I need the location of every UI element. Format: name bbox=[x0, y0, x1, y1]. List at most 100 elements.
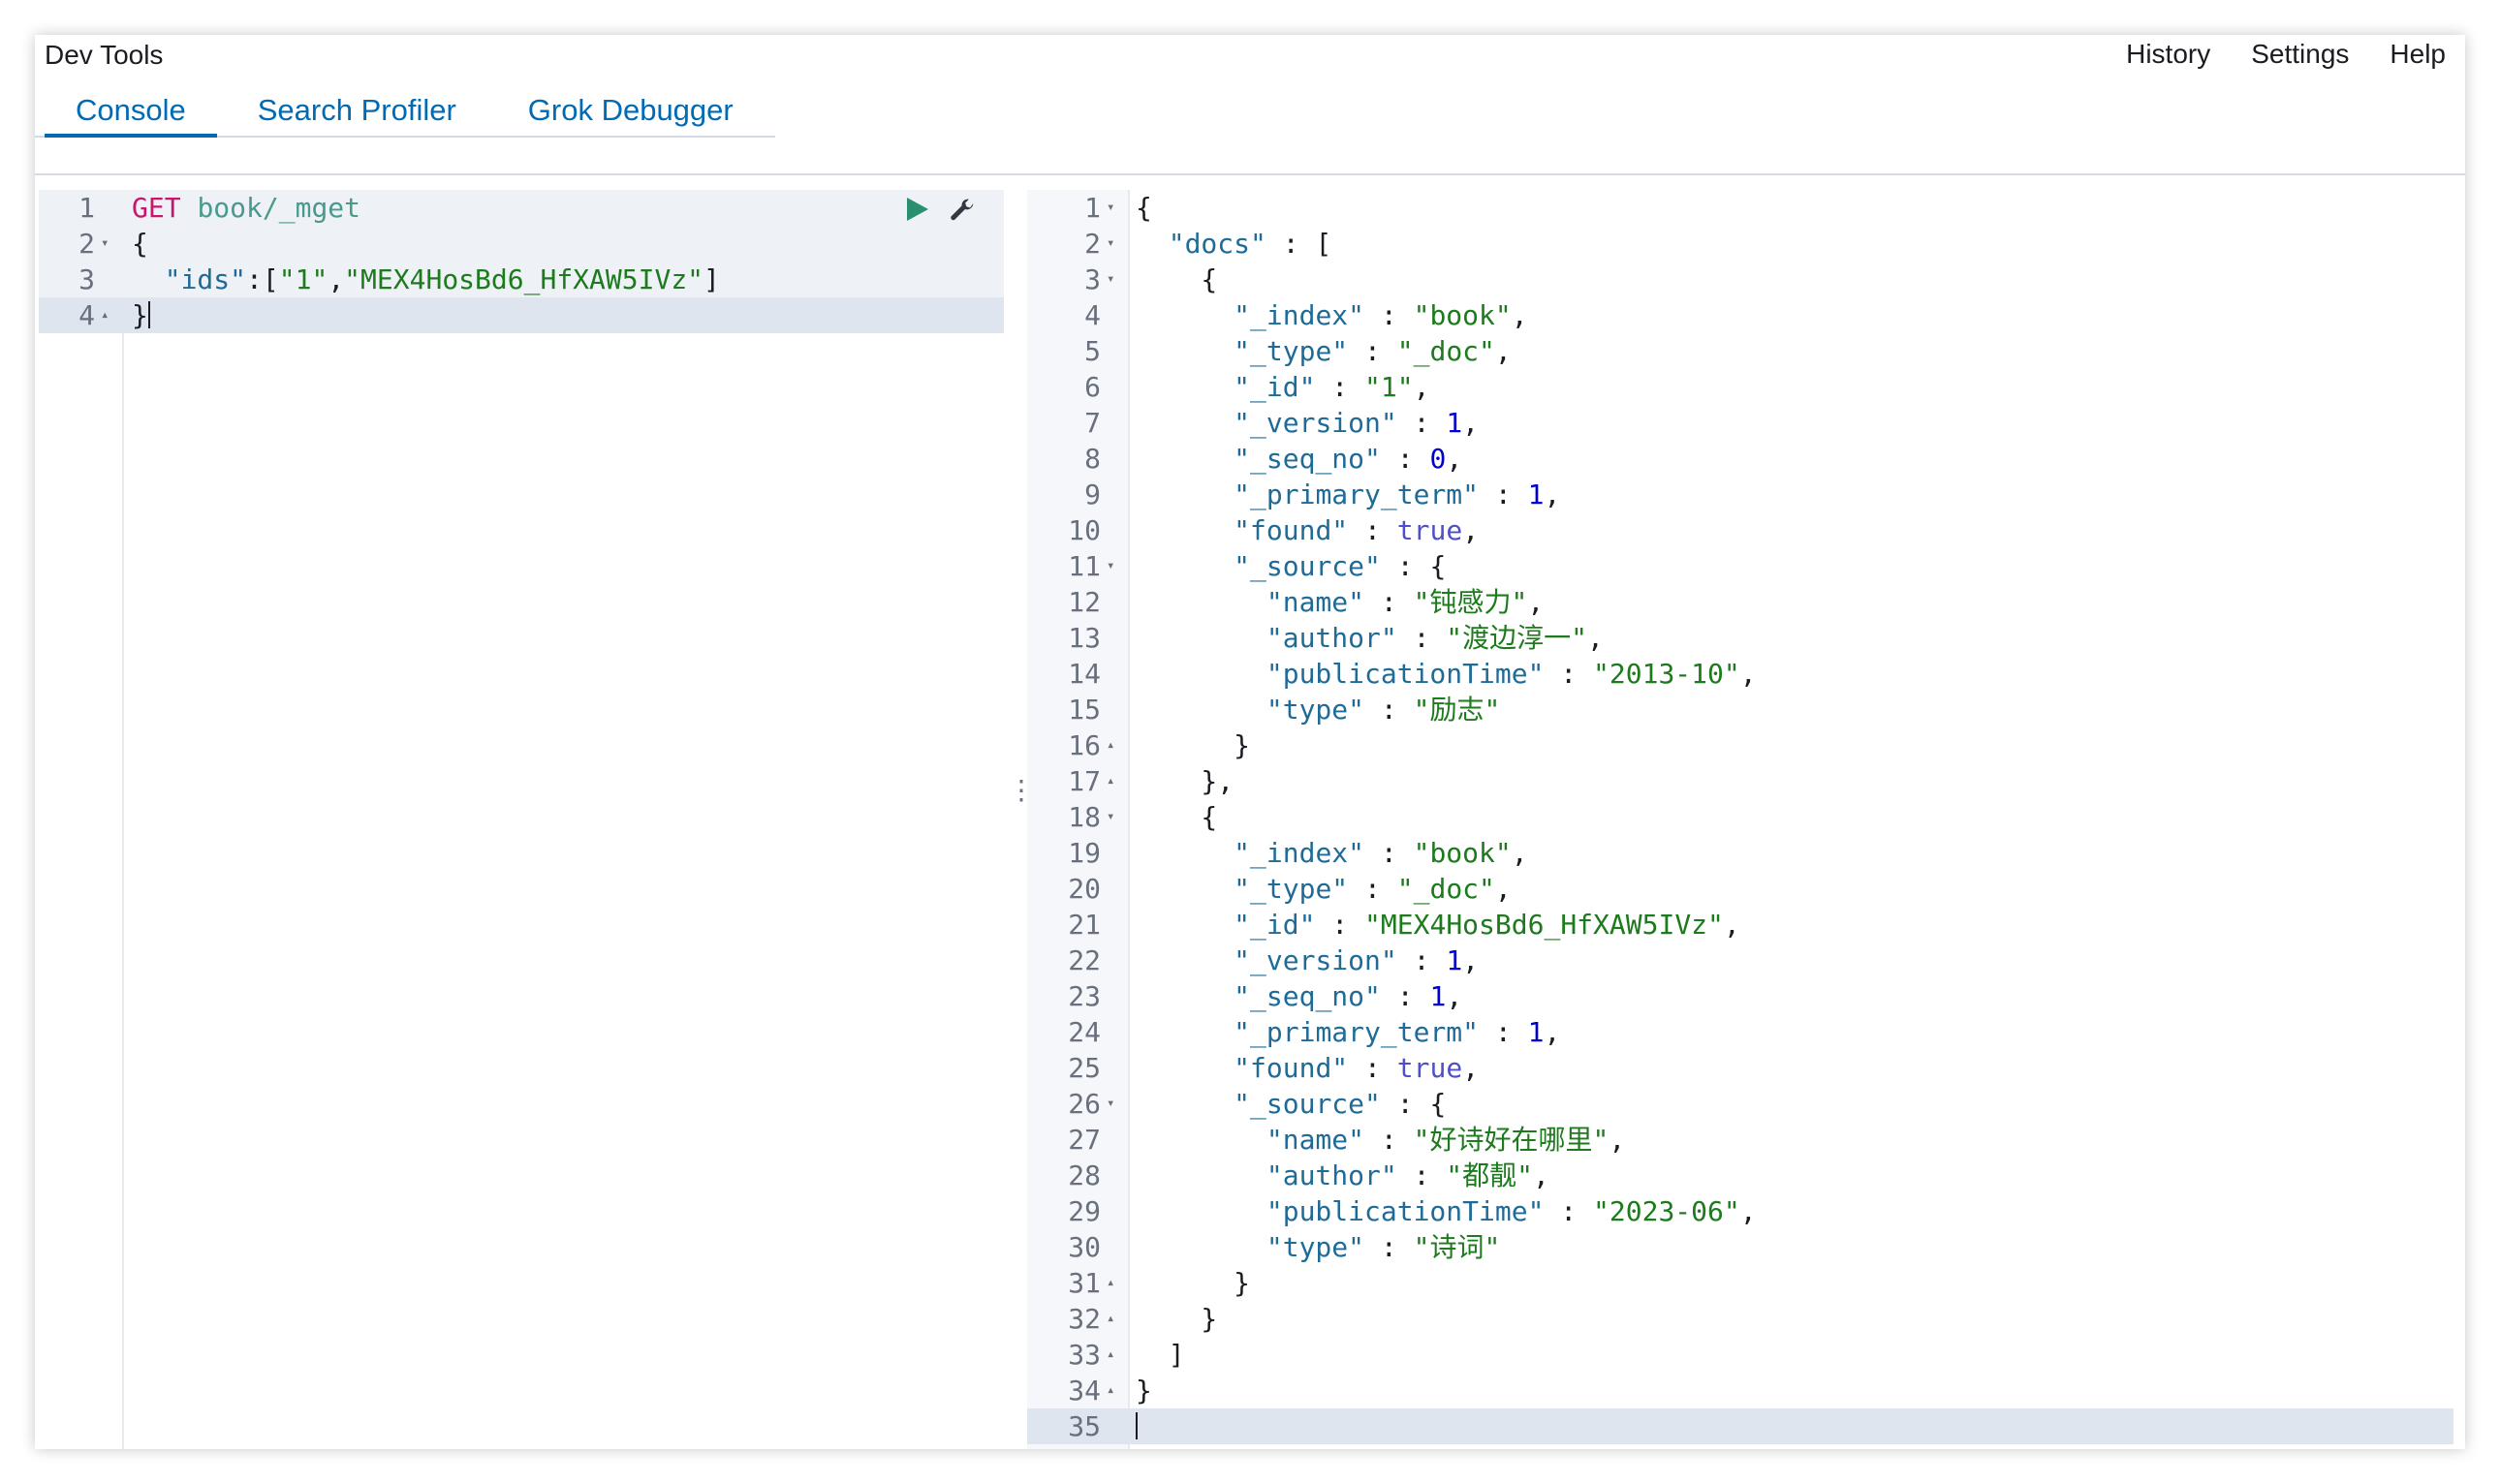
line-number: 3 bbox=[1084, 263, 1101, 295]
response-lines: 1▾{2▾ "docs" : [3▾ {4 "_index" : "book",… bbox=[1027, 190, 2453, 1444]
line-number: 21 bbox=[1068, 909, 1101, 941]
tab-search-profiler[interactable]: Search Profiler bbox=[257, 93, 456, 127]
line-number: 29 bbox=[1068, 1195, 1101, 1227]
response-line: 32▴ } bbox=[1027, 1301, 2453, 1337]
line-number: 7 bbox=[1084, 407, 1101, 439]
response-line: 1▾{ bbox=[1027, 190, 2453, 226]
line-number: 1 bbox=[1084, 192, 1101, 224]
code-text: "type" : "诗词" bbox=[1266, 1231, 1501, 1263]
line-number: 22 bbox=[1068, 944, 1101, 976]
response-line: 24 "_primary_term" : 1, bbox=[1027, 1014, 2453, 1050]
code-text: "_seq_no" : 0, bbox=[1234, 443, 1463, 475]
code-text: GET book/_mget bbox=[132, 192, 361, 224]
code-text: "_source" : { bbox=[1234, 1088, 1447, 1120]
code-text: "publicationTime" : "2013-10", bbox=[1266, 658, 1757, 690]
code-text: "author" : "渡边淳一", bbox=[1266, 622, 1604, 654]
fold-toggle-icon[interactable]: ▾ bbox=[1107, 809, 1115, 824]
code-text: "name" : "钝感力", bbox=[1266, 586, 1545, 618]
send-request-button[interactable] bbox=[907, 198, 928, 221]
code-text: "_primary_term" : 1, bbox=[1234, 479, 1561, 510]
response-gutter bbox=[1027, 190, 1130, 1449]
tab-console[interactable]: Console bbox=[35, 85, 217, 138]
code-text: "_id" : "1", bbox=[1234, 371, 1430, 403]
line-number: 20 bbox=[1068, 873, 1101, 905]
fold-toggle-icon[interactable]: ▾ bbox=[1107, 271, 1115, 287]
response-line: 10 "found" : true, bbox=[1027, 512, 2453, 548]
request-line: 4▴} bbox=[39, 297, 1004, 333]
line-number: 8 bbox=[1084, 443, 1101, 475]
response-line: 23 "_seq_no" : 1, bbox=[1027, 978, 2453, 1014]
code-text: "_id" : "MEX4HosBd6_HfXAW5IVz", bbox=[1234, 909, 1740, 941]
line-number: 2 bbox=[1084, 228, 1101, 260]
app-title: Dev Tools bbox=[45, 40, 164, 70]
code-text: { bbox=[1136, 263, 1218, 295]
dev-tools-window: Dev Tools History Settings Help Console … bbox=[35, 35, 2465, 1449]
response-line: 9 "_primary_term" : 1, bbox=[1027, 477, 2453, 512]
code-text: }, bbox=[1136, 765, 1234, 797]
response-line: 21 "_id" : "MEX4HosBd6_HfXAW5IVz", bbox=[1027, 907, 2453, 943]
fold-toggle-icon[interactable]: ▴ bbox=[1107, 1346, 1115, 1362]
fold-toggle-icon[interactable]: ▾ bbox=[1107, 235, 1115, 251]
fold-toggle-icon[interactable]: ▴ bbox=[101, 307, 109, 323]
code-text: } bbox=[1136, 1267, 1251, 1299]
fold-toggle-icon[interactable]: ▴ bbox=[1107, 1382, 1115, 1398]
code-text: "found" : true, bbox=[1234, 1052, 1480, 1084]
request-gutter bbox=[39, 190, 124, 1449]
response-line: 12 "name" : "钝感力", bbox=[1027, 584, 2453, 620]
wrench-icon[interactable] bbox=[948, 196, 977, 225]
tab-grok-debugger[interactable]: Grok Debugger bbox=[527, 93, 734, 127]
response-line: 17 ▴ }, bbox=[1027, 763, 2453, 799]
code-text: "found" : true, bbox=[1234, 514, 1480, 546]
code-text: "_version" : 1, bbox=[1234, 407, 1480, 439]
help-link[interactable]: Help bbox=[2390, 39, 2446, 69]
fold-toggle-icon[interactable]: ▾ bbox=[1107, 558, 1115, 573]
settings-link[interactable]: Settings bbox=[2251, 39, 2350, 69]
line-number: 33 bbox=[1068, 1339, 1101, 1371]
line-number: 6 bbox=[1084, 371, 1101, 403]
fold-toggle-icon[interactable]: ▾ bbox=[1107, 1096, 1115, 1111]
response-line: 33▴ ] bbox=[1027, 1337, 2453, 1373]
code-text: "name" : "好诗好在哪里", bbox=[1266, 1124, 1626, 1156]
line-number: 30 bbox=[1068, 1231, 1101, 1263]
response-line: 3 ▾ { bbox=[1027, 262, 2453, 297]
line-number: 31 bbox=[1068, 1267, 1101, 1299]
response-line: 5 "_type" : "_doc", bbox=[1027, 333, 2453, 369]
fold-toggle-icon[interactable]: ▴ bbox=[1107, 737, 1115, 753]
fold-toggle-icon[interactable]: ▴ bbox=[1107, 773, 1115, 788]
fold-toggle-icon[interactable]: ▾ bbox=[101, 235, 109, 251]
code-text: { bbox=[1136, 801, 1218, 833]
code-text: "publicationTime" : "2023-06", bbox=[1266, 1195, 1757, 1227]
pane-resizer[interactable]: ⋮ bbox=[1008, 775, 1035, 805]
top-nav: History Settings Help bbox=[2126, 39, 2446, 70]
response-line: 29 "publicationTime" : "2023-06", bbox=[1027, 1193, 2453, 1229]
fold-toggle-icon[interactable]: ▴ bbox=[1107, 1275, 1115, 1290]
line-number: 26 bbox=[1068, 1088, 1101, 1120]
line-number: 10 bbox=[1068, 514, 1101, 546]
line-number: 12 bbox=[1068, 586, 1101, 618]
line-number: 27 bbox=[1068, 1124, 1101, 1156]
fold-toggle-icon[interactable]: ▴ bbox=[1107, 1311, 1115, 1326]
line-number: 28 bbox=[1068, 1159, 1101, 1191]
fold-toggle-icon[interactable]: ▾ bbox=[1107, 200, 1115, 215]
response-line: 31 ▴ } bbox=[1027, 1265, 2453, 1301]
line-number: 5 bbox=[1084, 335, 1101, 367]
line-number: 25 bbox=[1068, 1052, 1101, 1084]
response-line: 16▴ } bbox=[1027, 727, 2453, 763]
history-link[interactable]: History bbox=[2126, 39, 2211, 69]
response-line: 20 "_type" : "_doc", bbox=[1027, 871, 2453, 907]
line-number: 4 bbox=[78, 299, 95, 331]
response-line: 35 bbox=[1027, 1408, 2453, 1444]
line-number: 3 bbox=[78, 263, 95, 295]
response-output: 1▾{2▾ "docs" : [3▾ {4 "_index" : "book",… bbox=[1027, 190, 2453, 1449]
line-number: 15 bbox=[1068, 694, 1101, 726]
line-number: 17 bbox=[1068, 765, 1101, 797]
code-text: } bbox=[1136, 1375, 1152, 1407]
response-line: 6 "_id" : "1", bbox=[1027, 369, 2453, 405]
code-text: "_primary_term" : 1, bbox=[1234, 1016, 1561, 1048]
response-line: 26 ▾ "_source" : { bbox=[1027, 1086, 2453, 1122]
code-text: "_index" : "book", bbox=[1234, 837, 1528, 869]
code-text: "_type" : "_doc", bbox=[1234, 873, 1512, 905]
response-line: 15 "type" : "励志" bbox=[1027, 692, 2453, 727]
code-text: "_version" : 1, bbox=[1234, 944, 1480, 976]
